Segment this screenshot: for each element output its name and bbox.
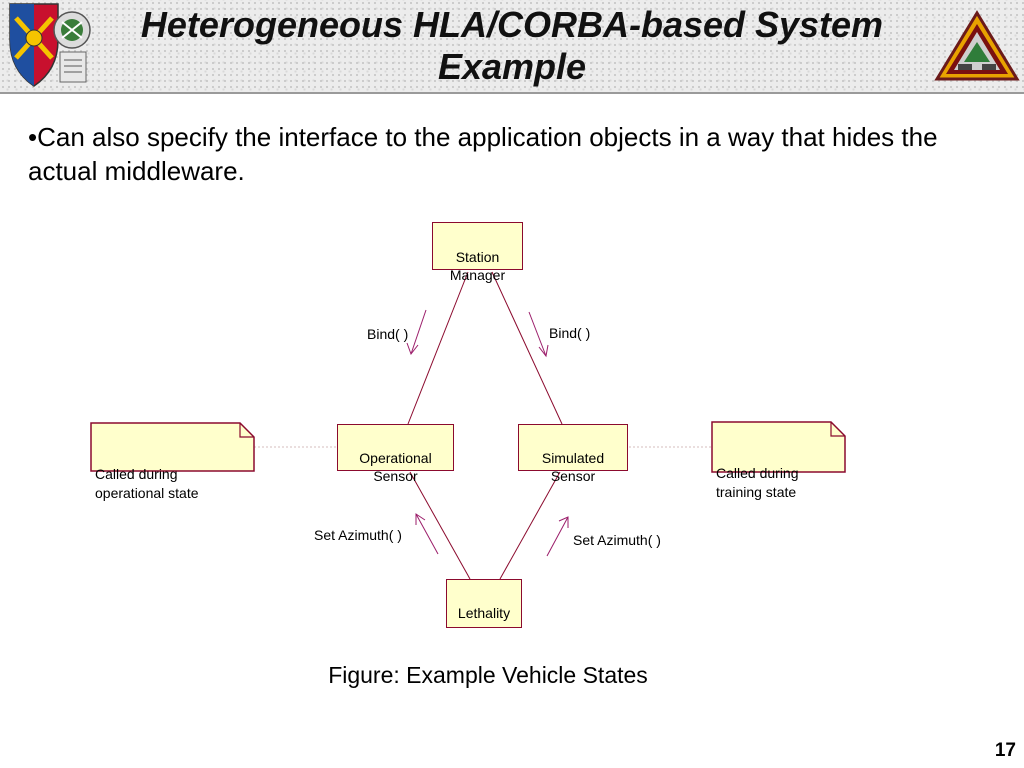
association-lines [407, 271, 563, 580]
bind-left-arrow [406, 309, 427, 356]
operational-sensor-box: Operational Sensor [337, 424, 454, 484]
note-operational-shape [90, 422, 255, 472]
set-azimuth-left-arrow [415, 513, 439, 555]
station-manager-box: Station Manager [432, 222, 523, 283]
note-operational-state: Called during operational state [90, 422, 255, 501]
figure-caption: Figure: Example Vehicle States [328, 662, 648, 688]
link-station-operational [407, 271, 469, 425]
set-azimuth-right-arrow [546, 516, 569, 557]
operational-sensor-label: Operational Sensor [359, 450, 432, 484]
note-training-text: Called during training state [716, 465, 799, 500]
lethality-label: Lethality [457, 605, 511, 621]
slide-title: Heterogeneous HLA/CORBA-based System Exa… [140, 4, 884, 87]
bullet-text: •Can also specify the interface to the a… [28, 122, 938, 186]
link-simulated-lethality [499, 471, 561, 580]
lethality-box: Lethality [446, 579, 522, 628]
title-bar: Heterogeneous HLA/CORBA-based System Exa… [0, 0, 1024, 94]
set-azimuth-right-label: Set Azimuth( ) [573, 532, 661, 548]
army-crest-logo [9, 3, 91, 87]
simulated-sensor-box: Simulated Sensor [518, 424, 628, 484]
bind-left-label: Bind( ) [367, 326, 409, 342]
triangle-emblem-logo [934, 10, 1020, 81]
station-manager-label: Station Manager [449, 249, 506, 283]
bind-right-label: Bind( ) [549, 325, 591, 341]
bind-right-arrow [528, 311, 549, 358]
note-training-state: Called during training state [711, 421, 846, 500]
note-training-shape [711, 421, 846, 473]
link-station-simulated [491, 271, 563, 425]
note-operational-text: Called during operational state [95, 466, 199, 501]
page-number: 17 [994, 740, 1016, 761]
simulated-sensor-label: Simulated Sensor [541, 450, 605, 484]
set-azimuth-left-label: Set Azimuth( ) [314, 527, 402, 543]
link-operational-lethality [409, 471, 471, 580]
message-arrows [406, 309, 569, 557]
